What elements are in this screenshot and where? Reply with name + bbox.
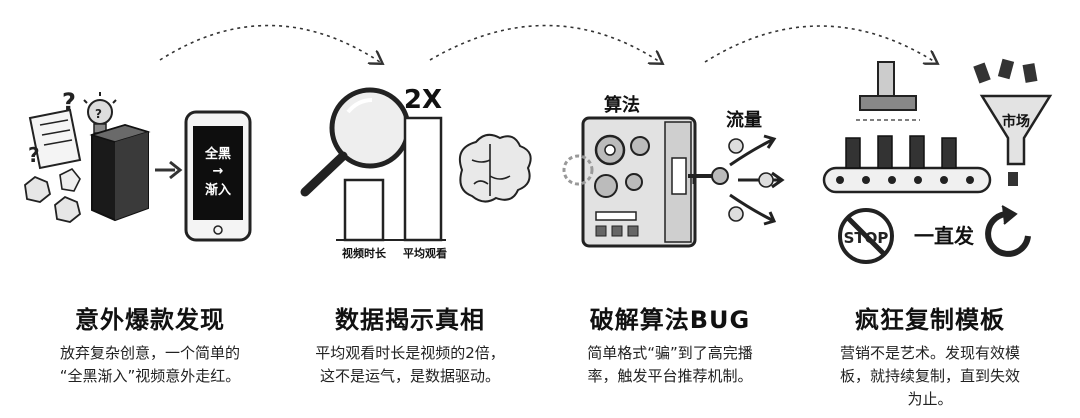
stop-sign-icon: STOP <box>838 208 894 264</box>
panel-4-desc-line-1: 营销不是艺术。发现有效模 <box>839 344 1020 362</box>
ideas-paper-icon <box>28 108 82 170</box>
key-icon <box>688 167 729 185</box>
crumpled-paper-icon <box>24 167 82 223</box>
magnifier-icon <box>300 87 411 197</box>
algorithm-label: 算法 <box>604 94 640 116</box>
nonstop-label: 一直发 <box>914 224 975 248</box>
repeat-icon <box>985 205 1031 257</box>
bar-chart-icon: 2X 视频时长 平均观看 <box>336 85 447 260</box>
svg-text:?: ? <box>28 143 40 167</box>
funnel-icon: 市场 <box>973 58 1053 186</box>
connector-arrow-3 <box>704 25 935 62</box>
panel-2-desc-line-1: 平均观看时长是视频的2倍， <box>315 344 505 362</box>
gears-icon <box>562 134 650 198</box>
panel-2-title: 数据揭示真相 <box>335 306 485 334</box>
conveyor-belt-icon <box>822 166 992 194</box>
brain-icon <box>458 133 532 203</box>
smartphone-icon: 全黑 → 渐入 <box>184 110 252 242</box>
panel-4-desc-line-3: 为止。 <box>907 390 953 408</box>
template-copies-icon <box>845 135 957 169</box>
connector-arrow-2 <box>429 24 660 62</box>
panel-1-title: 意外爆款发现 <box>75 306 225 334</box>
panel-2-desc-line-2: 这不是运气，是数据驱动。 <box>319 367 500 385</box>
question-mark-icon: ? ? <box>28 88 76 167</box>
arrow-right-icon <box>155 160 183 180</box>
panel-3-desc-line-1: 简单格式“骗”到了高完播 <box>587 344 753 362</box>
phone-text-arrow: → <box>213 164 224 179</box>
control-panel-icon <box>595 211 639 237</box>
panel-1-desc-line-1: 放弃复杂创意，一个简单的 <box>59 344 240 362</box>
multiplier-label: 2X <box>404 85 442 115</box>
lightbulb-icon: ? <box>83 92 117 134</box>
bar-label-video-length: 视频时长 <box>342 246 387 260</box>
black-box-icon <box>89 123 151 222</box>
svg-text:?: ? <box>95 107 102 121</box>
panel-4-title: 疯狂复制模板 <box>855 306 1005 334</box>
panel-3-desc-line-2: 率，触发平台推荐机制。 <box>587 367 753 385</box>
market-label: 市场 <box>1002 113 1030 130</box>
bar-label-avg-watch: 平均观看 <box>403 246 447 260</box>
panel-3-desc: 简单格式“骗”到了高完播 率，触发平台推荐机制。 <box>550 342 790 388</box>
panel-3-title: 破解算法BUG <box>589 306 751 334</box>
phone-text-line2: 渐入 <box>205 182 231 198</box>
press-machine-icon <box>856 61 920 121</box>
panel-1-desc: 放弃复杂创意，一个简单的 “全黑渐入”视频意外走红。 <box>30 342 270 388</box>
coin-icon <box>728 138 774 222</box>
svg-text:?: ? <box>62 88 76 116</box>
traffic-label: 流量 <box>726 109 762 131</box>
panel-2-desc: 平均观看时长是视频的2倍， 这不是运气，是数据驱动。 <box>290 342 530 388</box>
panel-4-desc-line-2: 板，就持续复制，直到失效 <box>839 367 1020 385</box>
phone-text-line1: 全黑 <box>204 146 231 162</box>
connector-arrow-1 <box>159 24 380 62</box>
panel-4-desc: 营销不是艺术。发现有效模 板，就持续复制，直到失效 为止。 <box>810 342 1050 411</box>
panel-1-desc-line-2: “全黑渐入”视频意外走红。 <box>59 367 241 385</box>
